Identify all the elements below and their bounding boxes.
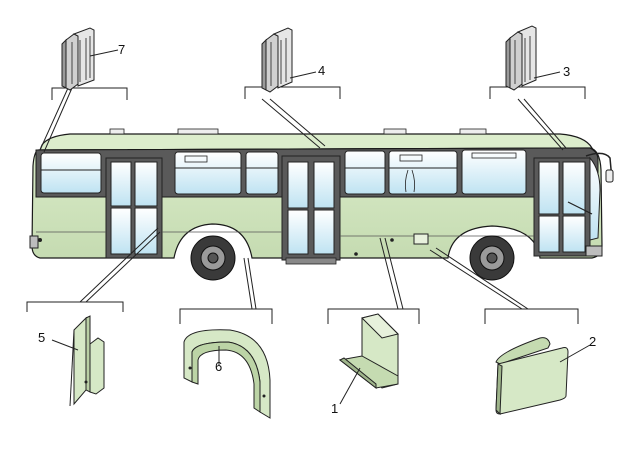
rear-door <box>105 157 163 259</box>
part-pillar-trim-7 <box>61 27 95 91</box>
front-wheel <box>469 235 515 281</box>
roof-vent <box>383 128 407 135</box>
window <box>245 151 279 195</box>
front-section <box>533 152 614 257</box>
roof-vent <box>459 128 487 135</box>
middle-door <box>281 155 341 265</box>
bus-roof <box>39 133 594 151</box>
rear-wheel <box>190 235 236 281</box>
callout-5: 5 <box>38 330 45 345</box>
part-wheel-arch-6 <box>183 329 271 419</box>
roof-vent <box>177 128 219 135</box>
windshield <box>589 156 601 241</box>
callout-2: 2 <box>589 334 596 349</box>
callout-3: 3 <box>563 64 570 79</box>
part-pillar-trim-4 <box>261 27 293 93</box>
window <box>388 150 458 195</box>
callout-1: 1 <box>331 401 338 416</box>
window <box>344 150 386 195</box>
bus <box>29 128 614 281</box>
callout-7: 7 <box>118 42 125 57</box>
front-bumper <box>585 245 603 257</box>
roof-vent <box>109 128 125 135</box>
rear-bumper <box>29 235 39 249</box>
side-windows <box>40 149 527 195</box>
part-access-panel-2 <box>495 337 569 416</box>
part-pillar-trim-3 <box>505 25 537 91</box>
window <box>461 149 527 195</box>
callout-4: 4 <box>318 63 325 78</box>
part-skirt-bracket-1 <box>338 313 399 390</box>
wiper <box>567 201 593 215</box>
side-hatch <box>413 233 429 245</box>
callout-6: 6 <box>215 359 222 374</box>
leader-lines <box>26 86 586 324</box>
callout-pointers <box>51 49 591 405</box>
mirror <box>585 152 613 181</box>
window <box>174 151 242 195</box>
part-door-post-5 <box>69 315 105 407</box>
window <box>40 152 102 194</box>
